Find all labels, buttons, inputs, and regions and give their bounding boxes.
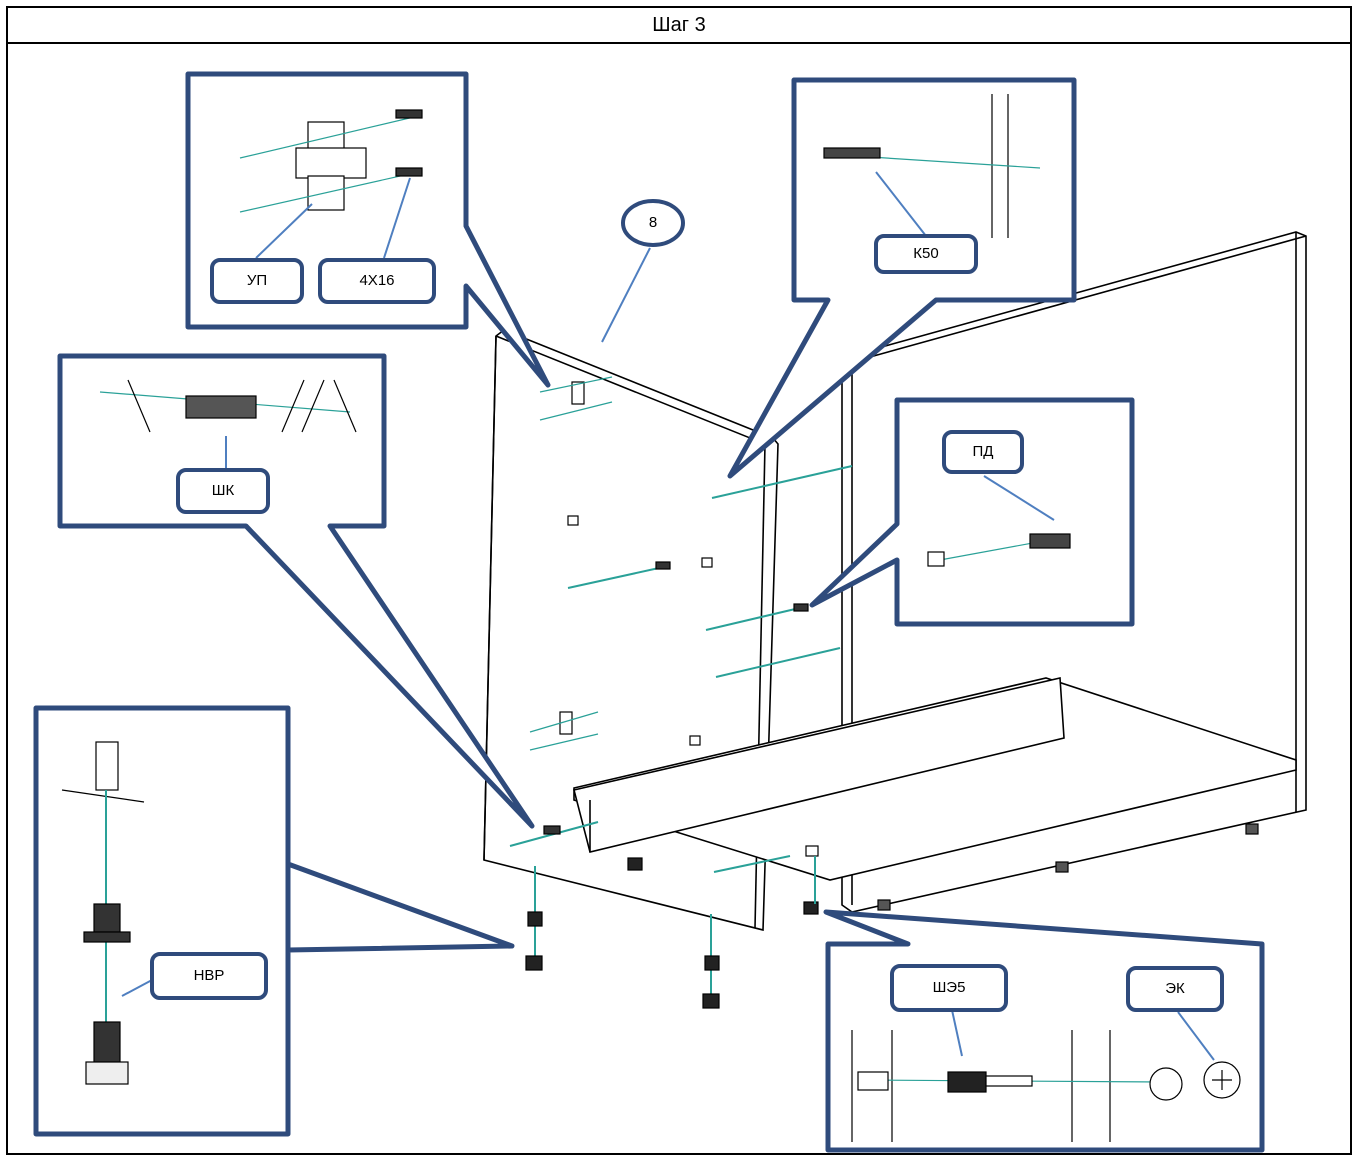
label-she5: ШЭ5: [933, 979, 966, 996]
leveler-drawing: [61, 741, 145, 1085]
label-box-4x16: [318, 258, 436, 304]
callout-eccentric: ШЭ5 ЭК: [823, 909, 1265, 1153]
confirmat-drawing: [823, 94, 1041, 238]
label-ek: ЭК: [1165, 980, 1185, 997]
label-nvr: НВР: [194, 967, 225, 984]
label-box-up: [210, 258, 304, 304]
step-title: Шаг 3: [8, 8, 1350, 44]
callout-leveler: НВР: [33, 705, 515, 1137]
label-box-k50: [874, 234, 978, 274]
callout-shelf-support: ПД: [809, 397, 1135, 627]
eccentric-drawing: [851, 1030, 1241, 1142]
label-box-shk: [176, 468, 270, 514]
part-number-8: 8: [601, 199, 685, 343]
callout-hinge-plate: УП 4Х16: [185, 71, 551, 388]
label-shk: ШК: [212, 482, 235, 499]
dowel-drawing: [99, 379, 357, 433]
label-4x16: 4Х16: [359, 272, 394, 289]
part-number-label: 8: [649, 214, 657, 231]
callout-confirmat: К50: [727, 77, 1077, 479]
panel-hardware: [509, 376, 853, 915]
label-box-ek: [1126, 966, 1224, 1012]
shelf-support-drawing: [927, 533, 1071, 567]
label-box-pd: [942, 430, 1024, 474]
label-box-nvr: [150, 952, 268, 1000]
hinge-plate-drawing: [239, 109, 423, 213]
label-k50: К50: [913, 245, 938, 262]
bottom-shelf: [573, 677, 1297, 881]
label-up: УП: [247, 272, 267, 289]
leveling-feet: [525, 823, 1259, 1009]
label-pd: ПД: [973, 443, 994, 460]
label-box-she5: [890, 964, 1008, 1012]
step-frame: Шаг 3: [6, 6, 1352, 1155]
callout-dowel: ШК: [57, 353, 535, 829]
